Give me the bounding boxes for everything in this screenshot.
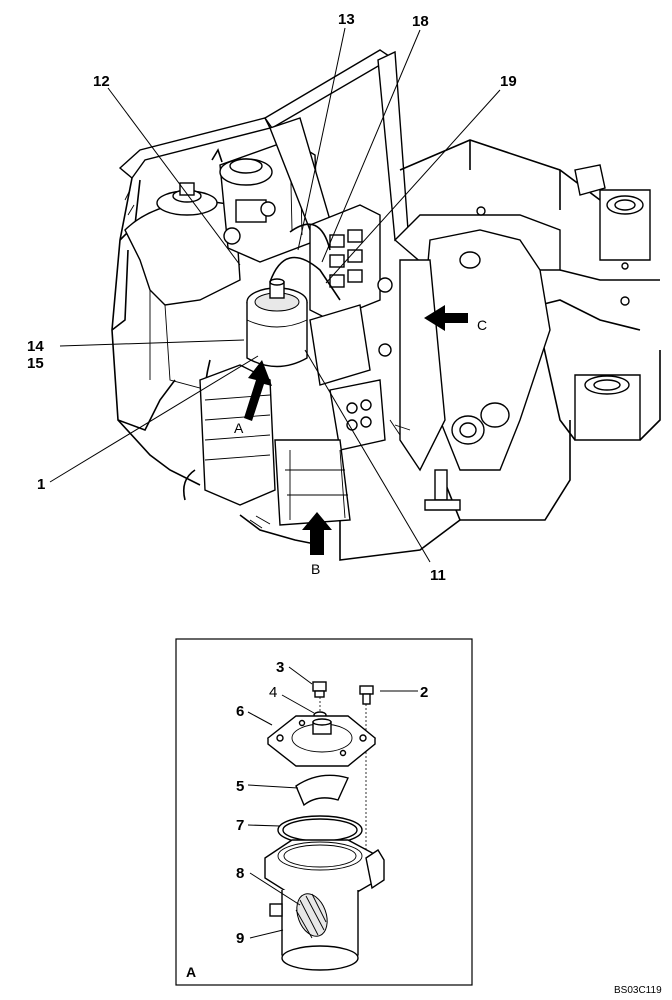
arrow-b (302, 512, 332, 555)
o-ring-part (277, 815, 363, 845)
main-leader-lines (49, 27, 501, 563)
arrow-label-b: B (311, 561, 320, 577)
detail-view-label: A (186, 964, 196, 980)
hydraulic-tank (124, 182, 241, 389)
spring-part (295, 774, 349, 807)
callout-3: 3 (276, 659, 284, 676)
callout-14: 14 (27, 338, 44, 355)
callout-19: 19 (500, 73, 517, 90)
detail-view-a: 3 2 4 6 5 7 8 9 A (175, 638, 473, 986)
callout-12: 12 (93, 73, 110, 90)
return-filter-canister (246, 256, 341, 368)
frame-housing (111, 49, 394, 486)
callout-5: 5 (236, 778, 244, 795)
main-callouts: 13 18 12 19 14 15 1 11 (27, 11, 517, 584)
arrow-c (424, 305, 468, 331)
callout-8: 8 (236, 865, 244, 882)
callout-1: 1 (37, 476, 45, 493)
bolt-part (359, 685, 374, 850)
callout-11: 11 (430, 567, 446, 584)
callout-4: 4 (269, 684, 277, 701)
callout-18: 18 (412, 13, 429, 30)
filter-housing-part (264, 839, 385, 971)
callout-7: 7 (236, 817, 244, 834)
callout-6: 6 (236, 703, 244, 720)
swing-bracket (339, 229, 571, 561)
arrow-label-c: C (477, 317, 487, 333)
callout-13: 13 (338, 11, 355, 28)
main-assembly-view (49, 27, 661, 563)
cover-part (266, 715, 377, 767)
detail-leader-lines (247, 666, 418, 939)
drawing-code: BS03C119 (614, 985, 662, 996)
plug-part (312, 681, 327, 712)
arrow-label-a: A (234, 420, 244, 436)
callout-9: 9 (236, 930, 244, 947)
control-valve-stack (309, 204, 411, 451)
arrow-a (244, 360, 272, 421)
top-valve-block (211, 139, 319, 263)
callout-2: 2 (420, 684, 428, 701)
arrow-letters: A B C (234, 317, 487, 577)
detail-frame (175, 638, 473, 986)
callout-15: 15 (27, 355, 44, 372)
